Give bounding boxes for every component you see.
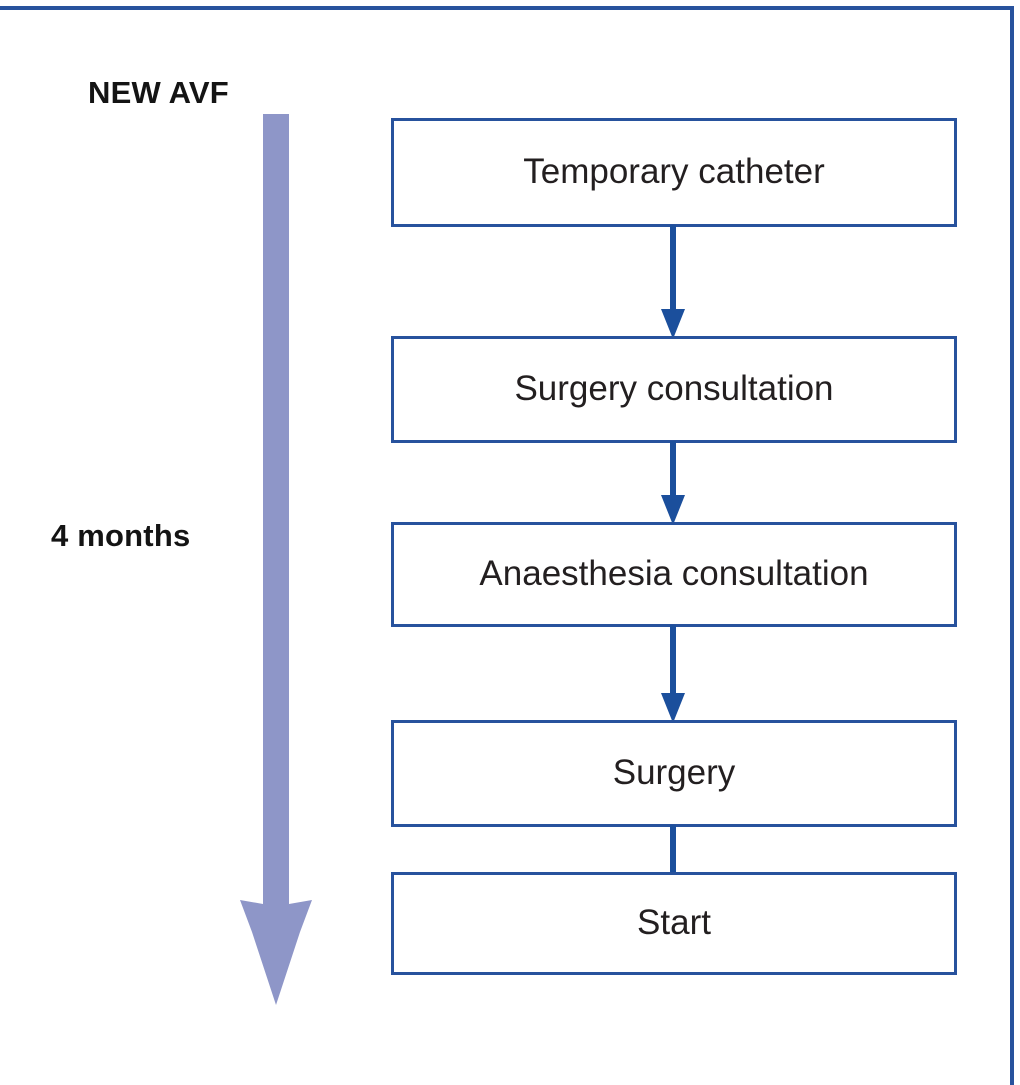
flow-node-temporary-catheter[interactable]: Temporary catheter	[391, 118, 957, 227]
flow-connector-arrow-3	[661, 625, 685, 723]
figure-right-rule	[1010, 6, 1014, 1085]
flow-node-start[interactable]: Start	[391, 872, 957, 975]
flow-node-label: Surgery	[612, 753, 736, 793]
flow-node-label: Anaesthesia consultation	[479, 554, 869, 594]
flow-node-anaesthesia-consultation[interactable]: Anaesthesia consultation	[391, 522, 957, 627]
flow-node-label: Start	[637, 903, 711, 943]
flow-node-surgery[interactable]: Surgery	[391, 720, 957, 827]
flow-node-label: Temporary catheter	[523, 152, 825, 192]
flow-connector-arrow-2	[661, 441, 685, 525]
downward-time-arrow-icon	[240, 114, 312, 1005]
flow-connector-arrow-1	[661, 225, 685, 339]
timeline-heading-new-avf: NEW AVF	[88, 75, 229, 110]
flow-node-surgery-consultation[interactable]: Surgery consultation	[391, 336, 957, 443]
figure-top-rule	[0, 6, 1014, 10]
flow-node-label: Surgery consultation	[514, 369, 834, 409]
timeline-duration-label: 4 months	[51, 518, 191, 553]
